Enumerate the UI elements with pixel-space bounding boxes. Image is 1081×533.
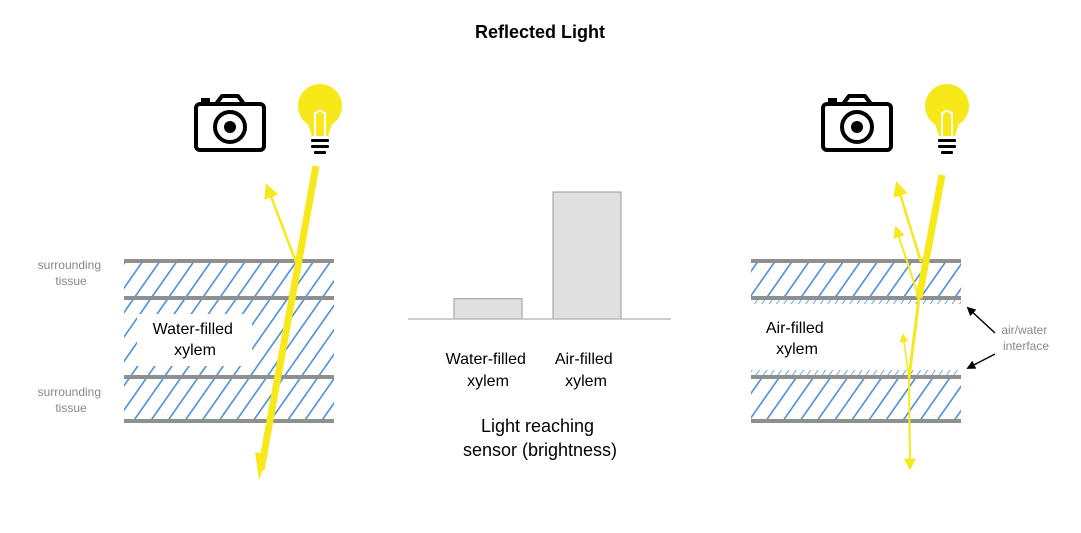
incident-light-ray — [915, 174, 946, 299]
right-panel: Air-filled xylem air/water interface — [751, 83, 1050, 471]
air-water-interface-label: air/water interface — [1001, 323, 1050, 353]
xylem-label-box — [137, 314, 252, 366]
reflected-light-ray — [264, 183, 298, 263]
bars-group — [453, 191, 622, 320]
left-panel: surrounding tissue surrounding tissue Wa… — [38, 83, 343, 480]
incident-light-ray — [257, 165, 320, 471]
xylem-channel — [124, 299, 334, 377]
reflected-light-ray — [899, 333, 910, 379]
surrounding-tissue-top-label: surrounding tissue — [38, 258, 105, 288]
interface-film-bottom — [751, 370, 961, 376]
brightness-chart: Water-filled xylem Air-filled xylem Ligh… — [408, 191, 671, 460]
camera-icon — [821, 94, 893, 152]
tissue-layer-top — [124, 259, 334, 299]
reflected-light-ray — [893, 181, 923, 263]
diagram-title: Reflected Light — [475, 22, 605, 42]
light-bulb-icon — [297, 83, 343, 155]
tissue-layer-bottom — [751, 377, 961, 421]
tissue-layer-bottom — [124, 377, 334, 421]
bar-water-filled-xylem — [453, 298, 523, 320]
tick-label-water-filled: Water-filled xylem — [446, 351, 531, 390]
light-bulb-icon — [924, 83, 970, 155]
interface-pointer-top — [966, 306, 996, 334]
tick-label-air-filled: Air-filled xylem — [555, 351, 617, 390]
air-filled-xylem-channel — [751, 304, 961, 376]
interface-film-top — [751, 299, 961, 304]
water-filled-xylem-label: Water-filled xylem — [153, 321, 238, 359]
interface-pointer-bottom — [966, 353, 996, 369]
surrounding-tissue-bottom-label: surrounding tissue — [38, 385, 105, 415]
refracted-light-ray — [907, 297, 921, 379]
ray-arrowhead — [255, 452, 268, 480]
chart-caption: Light reaching sensor (brightness) — [463, 416, 617, 460]
transmitted-light-ray — [903, 377, 916, 471]
bar-air-filled-xylem — [552, 191, 622, 320]
camera-icon — [194, 94, 266, 152]
reflected-light-ray — [893, 225, 920, 299]
air-filled-xylem-label: Air-filled xylem — [766, 320, 828, 358]
